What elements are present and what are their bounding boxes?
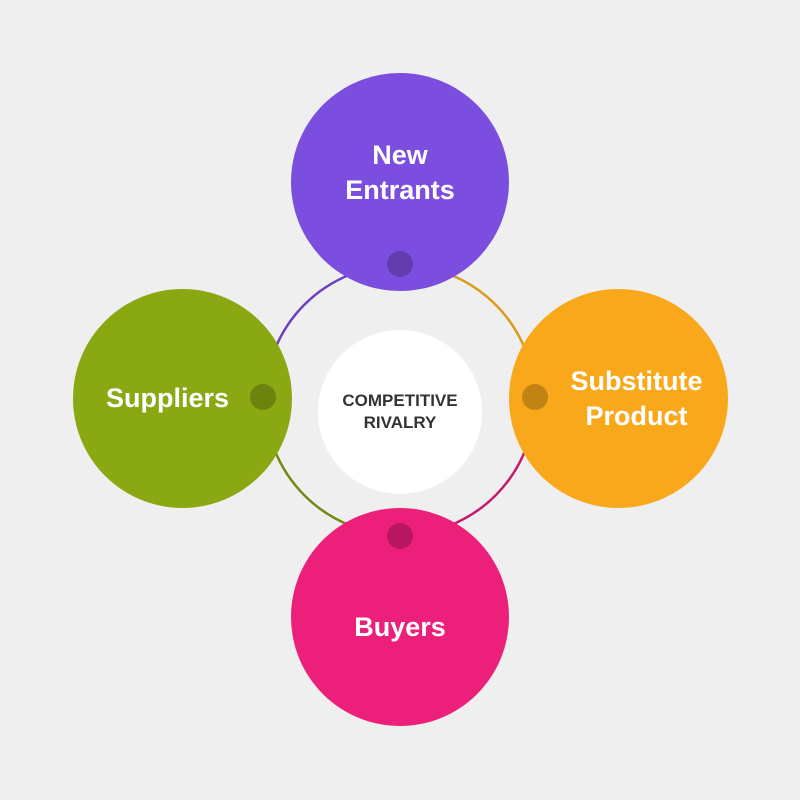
node-label-suppliers: Suppliers bbox=[105, 383, 230, 413]
node-substitute-product: Substitute Product bbox=[509, 289, 728, 508]
center-label: COMPETITIVE RIVALRY bbox=[342, 391, 458, 432]
node-new-entrants: New Entrants bbox=[291, 73, 509, 291]
node-label-new-entrants: New Entrants bbox=[345, 140, 455, 205]
node-buyers: Buyers bbox=[291, 508, 509, 726]
node-label-substitute-product: Substitute Product bbox=[570, 365, 703, 431]
node-label-buyers: Buyers bbox=[354, 611, 446, 642]
center-circle: COMPETITIVE RIVALRY bbox=[318, 330, 482, 494]
node-suppliers: Suppliers bbox=[73, 289, 292, 508]
